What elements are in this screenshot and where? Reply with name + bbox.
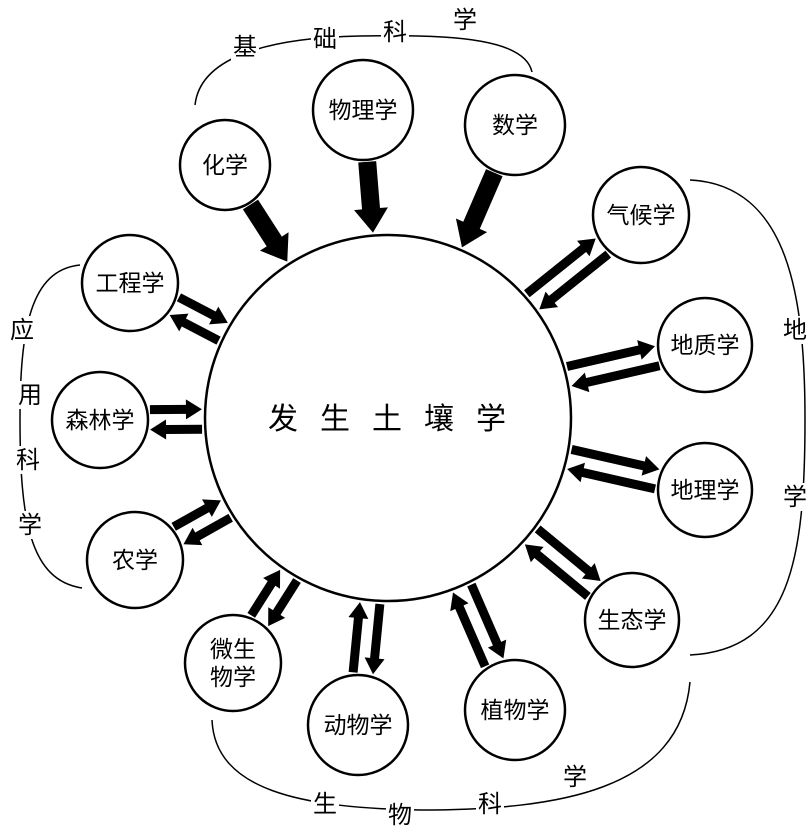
forestry-circle bbox=[50, 370, 150, 470]
microbiology-label: 物学 bbox=[210, 665, 256, 691]
applied-group-label-char: 科 bbox=[16, 446, 40, 474]
group-label-bg bbox=[14, 446, 42, 474]
bio-group-label-char: 科 bbox=[478, 790, 502, 818]
engineering-label: 工程学 bbox=[96, 271, 165, 297]
center-to-microbiology-arrow bbox=[268, 578, 301, 627]
group-label-bg bbox=[781, 483, 809, 511]
geography-circle bbox=[656, 441, 754, 539]
mathematics-to-center-arrow bbox=[455, 169, 503, 248]
group-label-bg bbox=[8, 316, 36, 344]
engineering-circle bbox=[80, 233, 180, 333]
geography-to-center-arrow bbox=[567, 462, 656, 494]
center-to-agronomy-arrow bbox=[183, 513, 233, 546]
geology-label: 地质学 bbox=[671, 333, 740, 359]
physics-to-center-arrow bbox=[354, 161, 388, 233]
basic-group-label-char: 础 bbox=[313, 25, 337, 53]
group-label-bg bbox=[451, 6, 479, 34]
group-label-bg bbox=[561, 763, 589, 791]
chemistry-label: 化学 bbox=[202, 153, 248, 179]
geography-label: 地理学 bbox=[671, 478, 740, 504]
mathematics-circle bbox=[463, 73, 567, 177]
geology-to-center-arrow bbox=[571, 361, 661, 393]
center-to-geology-arrow bbox=[566, 340, 656, 371]
climatology-circle bbox=[591, 165, 691, 265]
group-label-bg bbox=[311, 790, 339, 818]
basic-group-label-char: 科 bbox=[383, 18, 407, 46]
group-label-bg bbox=[781, 316, 809, 344]
ecology-circle bbox=[583, 571, 681, 669]
ecology-label: 生态学 bbox=[598, 608, 667, 634]
center-to-ecology-arrow bbox=[534, 525, 601, 582]
agronomy-circle bbox=[85, 510, 185, 610]
earth-group-label-char: 地 bbox=[783, 316, 807, 344]
group-label-bg bbox=[16, 511, 44, 539]
microbiology-to-center-arrow bbox=[247, 569, 281, 618]
chemistry-to-center-arrow bbox=[242, 199, 289, 262]
group-label-bg bbox=[16, 381, 44, 409]
climatology-to-center-arrow bbox=[539, 250, 612, 310]
zoology-label: 动物学 bbox=[324, 713, 393, 739]
zoology-to-center-arrow bbox=[348, 602, 369, 673]
earth-group-label-char: 学 bbox=[783, 483, 807, 511]
microbiology-circle bbox=[183, 613, 283, 713]
botany-circle bbox=[463, 658, 567, 762]
bio-group-label-char: 学 bbox=[563, 763, 587, 791]
applied-group-label-char: 应 bbox=[10, 316, 34, 344]
center-to-climatology-arrow bbox=[523, 238, 596, 298]
agronomy-label: 农学 bbox=[112, 548, 158, 574]
center-to-engineering-arrow bbox=[169, 313, 221, 345]
applied-group-label-char: 用 bbox=[18, 381, 42, 409]
ecology-to-center-arrow bbox=[524, 544, 591, 600]
bio-group-label-char: 物 bbox=[388, 801, 412, 828]
center-to-geography-arrow bbox=[570, 445, 660, 476]
physics-label: 物理学 bbox=[329, 98, 398, 124]
botany-label: 植物学 bbox=[481, 698, 550, 724]
group-label-bg bbox=[311, 25, 339, 53]
center-to-zoology-arrow bbox=[364, 603, 385, 675]
bio-science-bracket bbox=[211, 681, 691, 811]
chemistry-circle bbox=[178, 118, 272, 212]
group-label-bg bbox=[231, 33, 259, 61]
group-label-bg bbox=[381, 18, 409, 46]
microbiology-label: 微生 bbox=[210, 637, 256, 663]
applied-group-label-char: 学 bbox=[18, 511, 42, 539]
botany-to-center-arrow bbox=[450, 592, 490, 669]
basic-science-bracket bbox=[194, 34, 533, 106]
bio-group-label-char: 生 bbox=[313, 790, 337, 818]
center-label: 发生土壤学 bbox=[268, 402, 528, 437]
group-label-bg bbox=[476, 790, 504, 818]
center-to-forestry-arrow bbox=[150, 419, 203, 440]
geology-circle bbox=[656, 296, 754, 394]
basic-group-label-char: 学 bbox=[453, 6, 477, 34]
climatology-label: 气候学 bbox=[607, 203, 676, 229]
mathematics-label: 数学 bbox=[492, 113, 538, 139]
forestry-to-center-arrow bbox=[149, 399, 202, 420]
physics-circle bbox=[311, 58, 415, 162]
earth-science-bracket bbox=[689, 179, 806, 656]
central-circle bbox=[203, 233, 573, 603]
applied-science-bracket bbox=[19, 264, 83, 589]
zoology-circle bbox=[306, 673, 410, 777]
basic-group-label-char: 基 bbox=[233, 33, 257, 61]
group-label-bg bbox=[386, 801, 414, 828]
engineering-to-center-arrow bbox=[176, 293, 228, 325]
center-to-botany-arrow bbox=[467, 582, 507, 659]
forestry-label: 森林学 bbox=[66, 408, 135, 434]
agronomy-to-center-arrow bbox=[171, 499, 221, 531]
